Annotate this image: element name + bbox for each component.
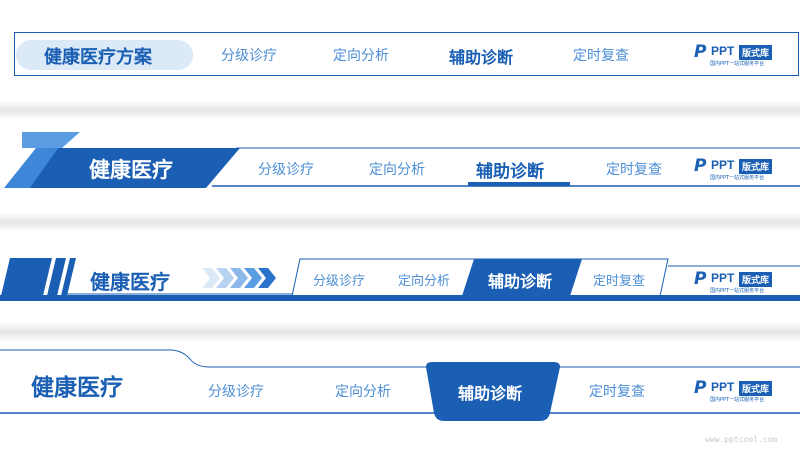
nav-frame-shape [0, 349, 800, 421]
brand-logo[interactable]: P PPT 版式库 国内PPT一站式服务平台 [694, 42, 774, 70]
logo-tagline: 国内PPT一站式服务平台 [710, 397, 765, 403]
nav-item-analysis[interactable]: 定向分析 [398, 274, 451, 289]
nav-item-diagnosis[interactable]: 辅助诊断 [476, 162, 544, 182]
separator-shadow [0, 332, 800, 342]
logo-badge: 版式库 [739, 159, 773, 174]
title-pill[interactable] [16, 40, 193, 70]
nav-variant-2: 健康医疗 分级诊疗 定向分析 辅助诊断 定时复查 P PPT 版式库 国内PPT… [0, 120, 800, 200]
nav-item-diagnosis[interactable]: 辅助诊断 [458, 384, 523, 403]
nav-frame [14, 32, 799, 76]
nav-decor-shape [0, 258, 800, 301]
nav-item-diagnosis[interactable]: 辅助诊断 [488, 272, 553, 291]
logo-mark: P [694, 378, 707, 398]
title-banner-shape [4, 132, 800, 188]
nav-variant-3: 健康医疗 分级诊疗 定向分析 辅助诊断 定时复查 P PPT 版式库 国内PPT… [0, 250, 800, 310]
logo-mark: P [694, 156, 707, 176]
nav-item-grading[interactable]: 分级诊疗 [221, 48, 277, 64]
nav-title: 健康医疗 [90, 270, 170, 294]
logo-badge: 版式库 [739, 45, 773, 60]
separator-shadow [0, 212, 800, 222]
logo-name: PPT [711, 380, 735, 394]
separator-shadow [0, 110, 800, 120]
nav-item-analysis[interactable]: 定向分析 [335, 384, 391, 400]
separator-shadow [0, 322, 800, 332]
nav-item-recheck[interactable]: 定时复查 [589, 384, 645, 400]
logo-name: PPT [711, 158, 735, 172]
nav-item-grading[interactable]: 分级诊疗 [208, 384, 264, 400]
nav-title: 健康医疗方案 [44, 47, 152, 68]
nav-item-recheck[interactable]: 定时复查 [593, 274, 646, 289]
nav-item-analysis[interactable]: 定向分析 [333, 48, 389, 64]
logo-tagline: 国内PPT一站式服务平台 [710, 61, 765, 67]
logo-tagline: 国内PPT一站式服务平台 [710, 288, 765, 294]
logo-mark: P [694, 269, 707, 289]
separator-shadow [0, 100, 800, 110]
brand-logo[interactable]: P PPT 版式库 国内PPT一站式服务平台 [694, 156, 774, 184]
nav-title: 健康医疗 [31, 375, 123, 401]
watermark: www.pptcool.com [705, 435, 778, 444]
logo-name: PPT [711, 44, 735, 58]
brand-logo[interactable]: P PPT 版式库 国内PPT一站式服务平台 [694, 378, 774, 406]
brand-logo[interactable]: P PPT 版式库 国内PPT一站式服务平台 [694, 269, 774, 297]
nav-item-recheck[interactable]: 定时复查 [573, 48, 629, 64]
nav-variant-1: 健康医疗方案 分级诊疗 定向分析 辅助诊断 定时复查 P PPT 版式库 国内P… [0, 32, 800, 78]
separator-shadow [0, 222, 800, 232]
nav-item-diagnosis[interactable]: 辅助诊断 [449, 48, 514, 67]
nav-title: 健康医疗 [89, 158, 173, 182]
nav-item-grading[interactable]: 分级诊疗 [313, 274, 366, 289]
nav-item-grading[interactable]: 分级诊疗 [258, 162, 314, 178]
logo-badge: 版式库 [739, 272, 773, 287]
logo-mark: P [694, 42, 707, 62]
logo-name: PPT [711, 271, 735, 285]
logo-badge: 版式库 [739, 381, 773, 396]
logo-tagline: 国内PPT一站式服务平台 [710, 175, 765, 181]
nav-item-analysis[interactable]: 定向分析 [369, 162, 425, 178]
nav-variant-4: 健康医疗 分级诊疗 定向分析 辅助诊断 定时复查 P PPT 版式库 国内PPT… [0, 345, 800, 425]
nav-item-recheck[interactable]: 定时复查 [606, 162, 662, 178]
